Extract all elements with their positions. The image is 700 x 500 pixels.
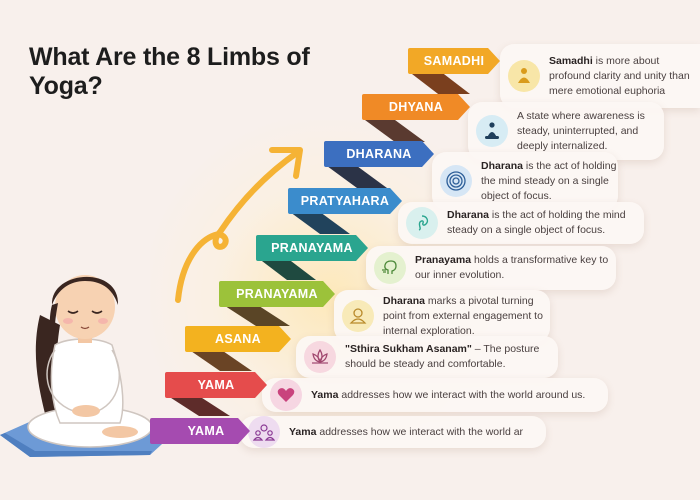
heart-icon [270, 379, 302, 411]
limb-card-yama-2: Yama addresses how we interact with the … [240, 416, 546, 448]
card-bold-term: Dharana [447, 209, 490, 221]
step-asana[interactable]: ASANA [185, 326, 291, 352]
limb-card-dharana: Dharana is the act of holding the mind s… [432, 152, 618, 210]
card-bold-term: Pranayama [415, 254, 472, 266]
meditation-pose-icon [476, 115, 508, 147]
meditating-buddha-icon [508, 60, 540, 92]
limb-card-samadhi: Samadhi is more about profound clarity a… [500, 44, 700, 108]
card-bold-term: Yama [311, 388, 339, 401]
step-pratyahara[interactable]: PRATYAHARA [288, 188, 402, 214]
limb-card-pratyahara: Dharana is the act of holding the mind s… [398, 202, 644, 244]
people-flower-icon [248, 416, 280, 448]
step-pranayama-2[interactable]: PRANAYAMA [219, 281, 335, 307]
card-bold-term: Yama [289, 425, 317, 438]
breathing-head-icon [374, 252, 406, 284]
limb-card-asana: "Sthira Sukham Asanam" – The posture sho… [296, 336, 558, 378]
step-yama[interactable]: YAMA [165, 372, 267, 398]
card-bold-term: Samadhi [549, 54, 593, 67]
step-yama-2[interactable]: YAMA [150, 418, 250, 444]
step-dhyana[interactable]: DHYANA [362, 94, 470, 120]
step-riser [327, 166, 387, 188]
step-samadhi[interactable]: SAMADHI [408, 48, 500, 74]
limb-card-pranayama-2: Dharana marks a pivotal turning point fr… [334, 290, 550, 342]
step-riser [365, 120, 425, 142]
step-pranayama[interactable]: PRANAYAMA [256, 235, 368, 261]
ear-spiral-icon [406, 207, 438, 239]
limb-card-yama: Yama addresses how we interact with the … [262, 378, 608, 412]
page-title: What Are the 8 Limbs of Yoga? [29, 43, 310, 100]
card-bold-term: Dharana [383, 294, 426, 307]
limb-card-dhyana: A state where awareness is steady, unint… [468, 102, 664, 160]
person-inward-icon [342, 300, 374, 332]
step-riser [412, 74, 470, 94]
lotus-icon [304, 341, 336, 373]
step-dharana[interactable]: DHARANA [324, 141, 434, 167]
card-bold-term: Dharana [481, 159, 524, 172]
concentric-focus-icon [440, 165, 472, 197]
rising-arrow-icon [175, 147, 303, 303]
card-bold-term: "Sthira Sukham Asanam" [345, 343, 472, 355]
limb-card-pranayama: Pranayama holds a transformative key to … [366, 246, 616, 290]
